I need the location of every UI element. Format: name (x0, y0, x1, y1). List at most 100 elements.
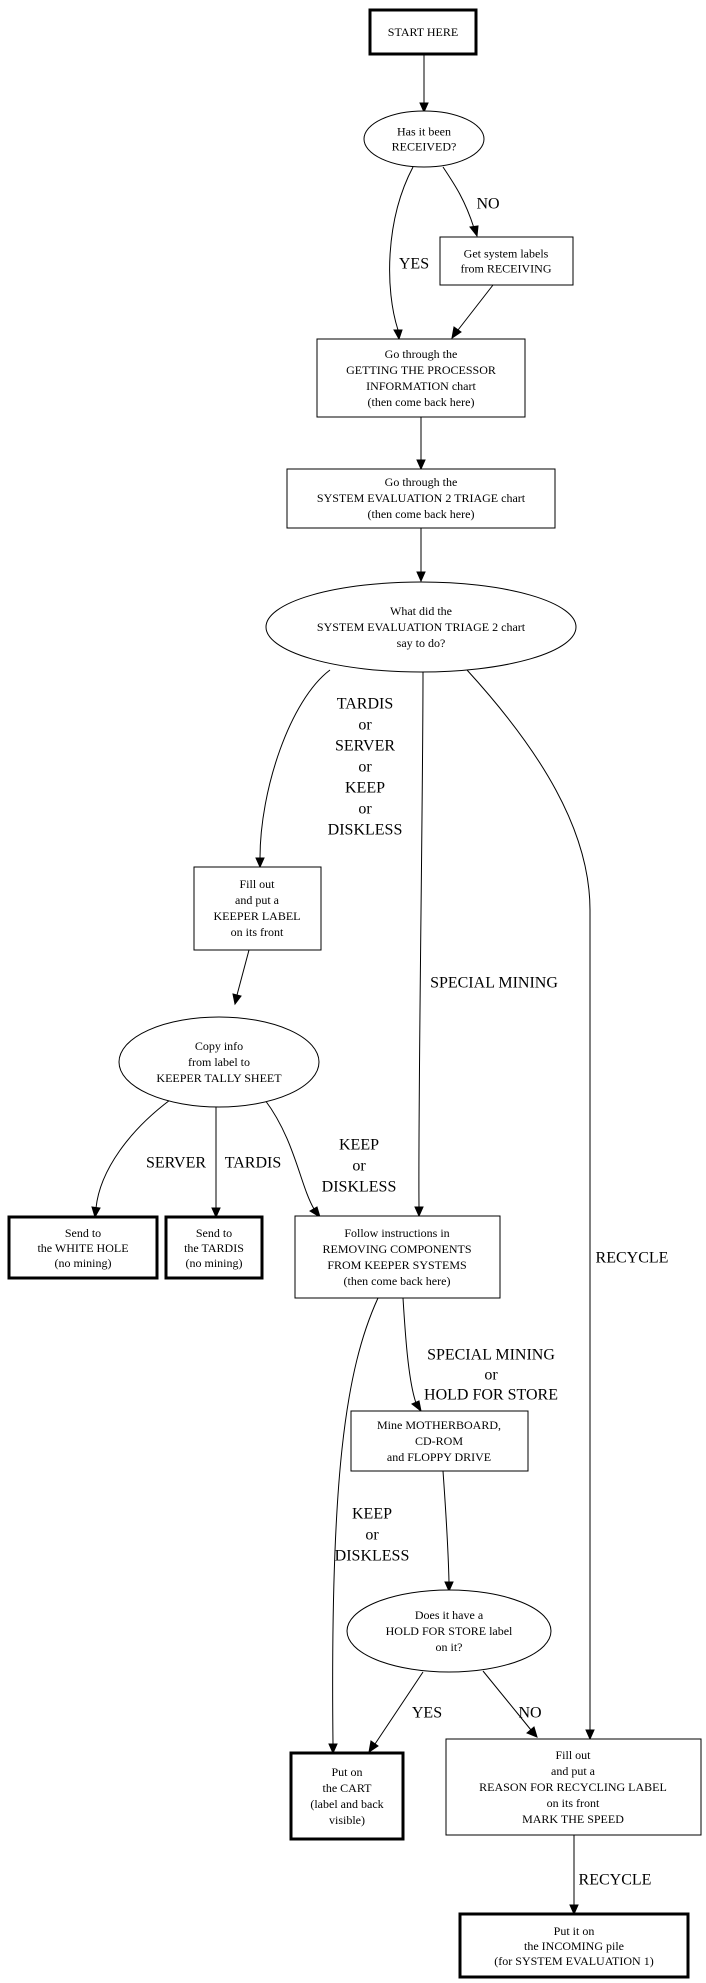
node-label-proc: Go through the (385, 347, 458, 361)
node-label-hold: on it? (436, 1640, 463, 1654)
edge-label-keep2: DISKLESS (335, 1548, 410, 1565)
edge-label-yes1: YES (399, 256, 429, 273)
get-labels-node (439, 236, 574, 286)
arrowhead (211, 1207, 221, 1219)
edge-label-smhold: SPECIAL MINING (427, 1347, 555, 1364)
node-label-incoming: the INCOMING pile (524, 1939, 624, 1953)
edge-labels-proc (457, 284, 494, 331)
edges (91, 54, 595, 1916)
edge-label-server: SERVER (146, 1155, 206, 1172)
edge-label-keep1: DISKLESS (322, 1179, 397, 1196)
node-label-tardis: the TARDIS (184, 1241, 244, 1255)
node-label-start: START HERE (388, 25, 458, 39)
edge-whatdid-keeper (259, 669, 331, 859)
arrowhead (526, 1726, 538, 1738)
node-label-incoming: (for SYSTEM EVALUATION 1) (494, 1954, 653, 1968)
node-label-recycle: on its front (547, 1796, 600, 1810)
edge-copy-follow (264, 1099, 315, 1210)
node-label-whatdid: What did the (390, 604, 452, 618)
edge-hold-recycle (482, 1670, 532, 1731)
edge-mine-hold (442, 1470, 450, 1583)
node-label-whitehole: (no mining) (55, 1256, 112, 1270)
node-label-cart: the CART (323, 1781, 373, 1795)
node-label-copy: KEEPER TALLY SHEET (156, 1071, 282, 1085)
node-label-hold: HOLD FOR STORE label (386, 1624, 513, 1638)
node-label-recycle: Fill out (555, 1748, 591, 1762)
arrowhead (411, 1400, 422, 1413)
node-label-cart: visible) (329, 1813, 365, 1827)
node-label-keeper: KEEPER LABEL (214, 909, 301, 923)
arrowhead (393, 329, 403, 341)
node-label-cart: (label and back (310, 1797, 383, 1811)
edge-label-yes2: YES (412, 1705, 442, 1722)
node-label-proc: (then come back here) (368, 395, 475, 409)
processor-info-node (316, 338, 526, 418)
node-label-keeper: on its front (231, 925, 284, 939)
node-label-follow: REMOVING COMPONENTS (322, 1242, 471, 1256)
recycling-label-node (445, 1738, 702, 1836)
node-label-proc: INFORMATION chart (366, 379, 476, 393)
arrowhead (585, 1729, 595, 1741)
white-hole-node (7, 1215, 159, 1280)
node-label-mine: Mine MOTHERBOARD, (377, 1418, 501, 1432)
edge-hold-cart (374, 1671, 424, 1745)
node-label-labels: Get system labels (464, 247, 549, 261)
node-label-follow: Follow instructions in (344, 1226, 449, 1240)
mine-node (350, 1410, 529, 1472)
node-label-recycle: MARK THE SPEED (522, 1812, 624, 1826)
node-label-copy: from label to (188, 1055, 250, 1069)
node-label-mine: and FLOPPY DRIVE (387, 1450, 491, 1464)
edge-label-keep1: or (352, 1158, 366, 1175)
node-label-keeper: and put a (235, 893, 280, 907)
edge-follow-mine (402, 1297, 417, 1404)
node-label-received: Has it been (397, 125, 451, 139)
node-label-hold: Does it have a (415, 1608, 484, 1622)
node-label-whatdid: say to do? (397, 636, 446, 650)
node-label-proc: GETTING THE PROCESSOR (346, 363, 496, 377)
arrowhead (91, 1206, 101, 1219)
edge-label-keep1: KEEP (339, 1137, 379, 1154)
edge-label-no1: NO (476, 196, 499, 213)
node-label-triage: SYSTEM EVALUATION 2 TRIAGE chart (317, 491, 526, 505)
node-label-tardis: (no mining) (186, 1256, 243, 1270)
keeper-label-node (193, 866, 322, 951)
edge-keeper-copy (236, 949, 250, 996)
edge-label-tsk: or (358, 801, 372, 818)
arrowhead (419, 102, 429, 114)
edge-follow-cart (332, 1297, 379, 1745)
node-label-whitehole: the WHITE HOLE (37, 1241, 128, 1255)
node-label-whitehole: Send to (65, 1226, 101, 1240)
arrowhead (416, 459, 426, 471)
arrowhead (469, 225, 479, 238)
edge-label-no2: NO (518, 1705, 541, 1722)
node-label-mine: CD-ROM (415, 1434, 463, 1448)
arrowhead (255, 857, 265, 869)
edge-label-recycle-right: RECYCLE (596, 1250, 669, 1267)
node-label-triage: (then come back here) (368, 507, 475, 521)
edge-whatdid-recycle (466, 669, 591, 1730)
edge-label-smhold: HOLD FOR STORE (424, 1387, 558, 1404)
arrowhead (451, 326, 462, 340)
edge-label-tsk: or (358, 717, 372, 734)
node-label-triage: Go through the (385, 475, 458, 489)
node-label-follow: (then come back here) (344, 1274, 451, 1288)
edge-label-recycle-bottom: RECYCLE (579, 1872, 652, 1889)
node-label-incoming: Put it on (554, 1924, 595, 1938)
incoming-node (458, 1912, 690, 1979)
edge-label-tsk: or (358, 759, 372, 776)
node-label-recycle: REASON FOR RECYCLING LABEL (479, 1780, 667, 1794)
arrowhead (569, 1904, 579, 1916)
edge-label-tsk: SERVER (335, 738, 395, 755)
edge-received-proc (389, 166, 414, 331)
arrowhead (414, 1206, 424, 1218)
edge-received-labels (442, 166, 475, 229)
edge-label-keep2: or (365, 1527, 379, 1544)
arrowhead (368, 1740, 379, 1754)
edge-label-smhold: or (484, 1367, 498, 1384)
edge-whatdid-follow (418, 671, 424, 1208)
hold-for-store-decision (346, 1589, 552, 1673)
arrowhead (444, 1581, 454, 1593)
arrowhead (328, 1743, 338, 1755)
received-decision (363, 110, 485, 168)
